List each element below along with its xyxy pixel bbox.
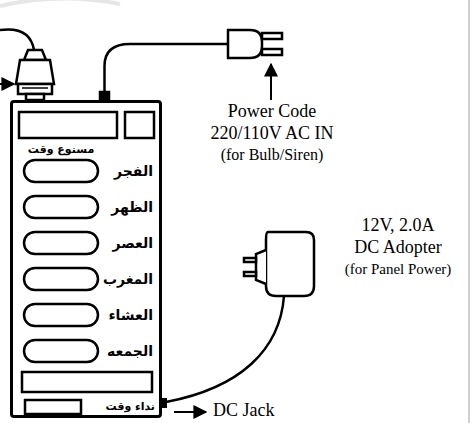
power-cord-label: Power Code xyxy=(228,102,317,122)
prayer-label: المغرب xyxy=(97,268,153,290)
panel-face xyxy=(19,112,154,414)
ac-power-plug xyxy=(100,30,282,100)
control-panel: مسنوع وقتالفجر الظهر العصر المغرب العشاء الجم… xyxy=(10,100,162,418)
adapter-label: 12V, 2.0A xyxy=(361,216,434,236)
dc-adapter xyxy=(166,232,314,402)
pointer-arrow xyxy=(174,411,206,413)
panel-caption: نداء وقت xyxy=(91,398,155,416)
adapter-label: (for Panel Power) xyxy=(345,261,452,278)
prayer-label: العشاء xyxy=(97,304,153,326)
prayer-label: العصر xyxy=(97,232,153,254)
panel-caption: مسنوع وقت xyxy=(19,141,103,159)
jack-label: DC Jack xyxy=(213,401,275,421)
power-cord-label: 220/110V AC IN xyxy=(210,124,333,144)
power-cord-label: (for Bulb/Siren) xyxy=(221,146,324,164)
prayer-label: الجمعه xyxy=(97,340,153,362)
adapter-label: DC Adopter xyxy=(354,238,442,258)
frame-line xyxy=(468,0,470,423)
prayer-label: الفجر xyxy=(97,160,153,182)
prayer-label: الظهر xyxy=(97,196,153,218)
panel-connector xyxy=(0,29,54,100)
background-arc xyxy=(0,0,120,6)
